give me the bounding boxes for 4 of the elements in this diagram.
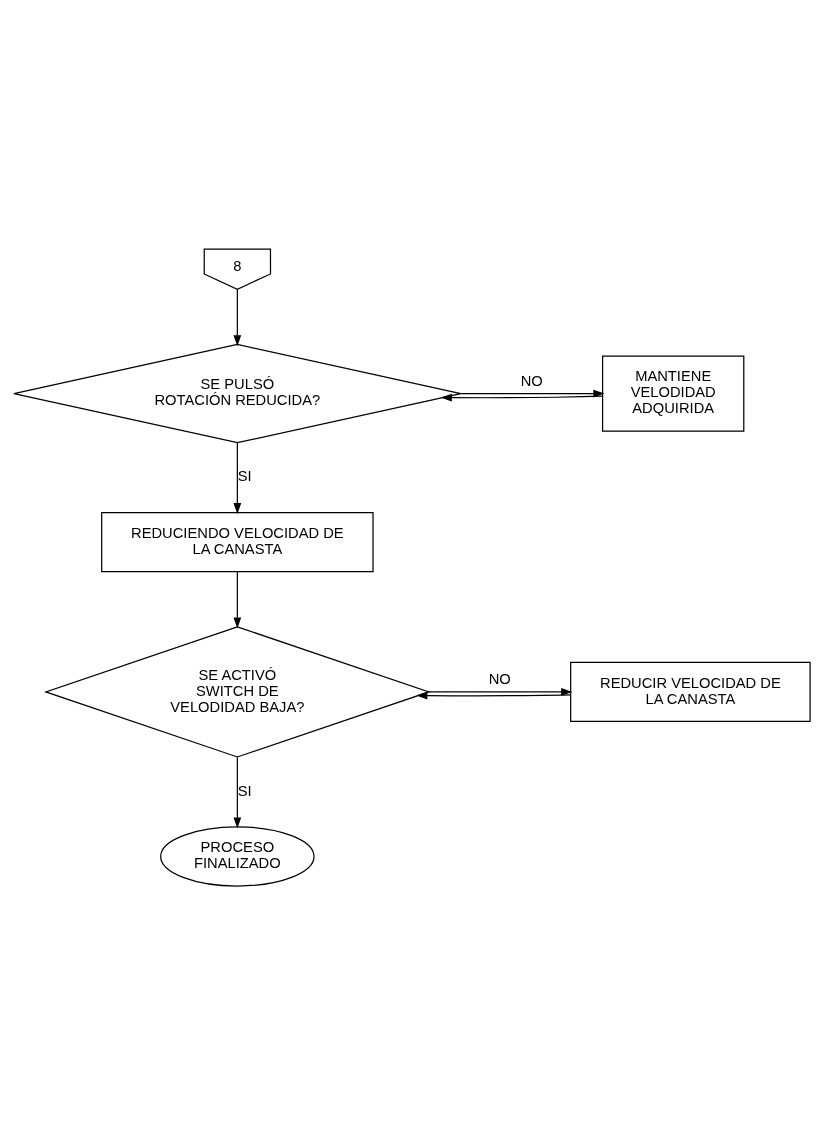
edge-label: NO xyxy=(520,372,543,389)
edge-label: SI xyxy=(237,782,252,799)
edge-label: SI xyxy=(237,468,252,485)
edge-label: NO xyxy=(488,671,511,688)
